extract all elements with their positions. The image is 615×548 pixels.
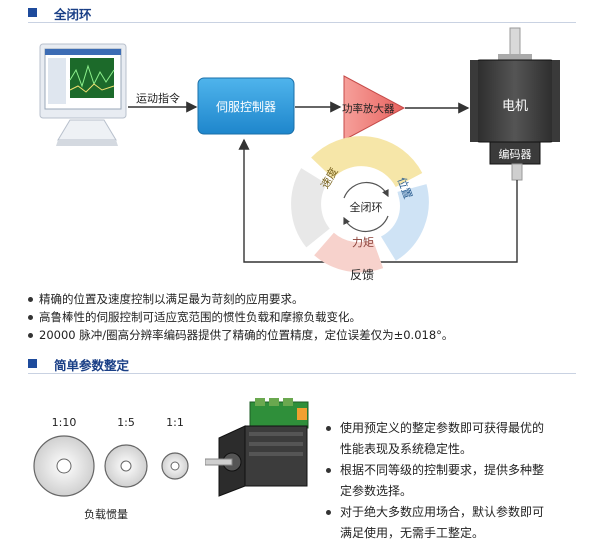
ratio-label-1-10: 1:10 [51,416,77,429]
section-title-tuning: 简单参数整定 [54,358,130,373]
motor-label: 电机 [501,99,528,114]
list-item: 20000 脉冲/圈高分辨率编码器提供了精确的位置精度，定位误差仅为±0.018… [28,326,453,344]
loop-center-label: 全闭环 [349,201,383,214]
section-divider [28,22,576,23]
integrated-servo-motor [205,398,309,497]
list-item: 对于绝大多数应用场合，默认参数即可 满足使用，无需手工整定。 [326,502,596,544]
loop-ring [291,136,429,273]
disc-small [161,452,189,480]
feature-list-tuning: 使用预定义的整定参数即可获得最优的 性能表现及系统稳定性。 根据不同等级的控制要… [326,418,596,544]
ratio-label-1-1: 1:1 [166,416,184,429]
loop-torque-label: 力矩 [352,236,374,249]
amplifier-triangle [343,75,406,141]
section-divider [28,373,576,374]
computer-icon [39,43,127,146]
disc-large [33,435,95,497]
encoder-label: 编码器 [498,148,532,161]
closed-loop-diagram [39,27,560,273]
servo-controller-box [197,77,295,135]
section-title-closed-loop: 全闭环 [54,7,92,22]
ratio-label-1-5: 1:5 [117,416,135,429]
list-item: 使用预定义的整定参数即可获得最优的 性能表现及系统稳定性。 [326,418,596,460]
list-item: 高鲁棒性的伺服控制可适应宽范围的惯性负载和摩擦负载变化。 [28,308,453,326]
inertia-discs [33,435,189,497]
amplifier-label: 功率放大器 [342,103,395,115]
disc-medium [104,444,148,488]
list-item: 精确的位置及速度控制以满足最为苛刻的应用要求。 [28,290,453,308]
feature-list-closed-loop: 精确的位置及速度控制以满足最为苛刻的应用要求。 高鲁棒性的伺服控制可适应宽范围的… [28,290,453,344]
inertia-caption: 负载惯量 [84,508,128,521]
servo-controller-label: 伺服控制器 [215,100,276,114]
section-marker [28,8,37,17]
list-item: 根据不同等级的控制要求，提供多种整 定参数选择。 [326,460,596,502]
feedback-label: 反馈 [350,268,375,282]
command-label: 运动指令 [136,92,180,105]
motor-illustration [470,27,560,181]
section-marker [28,359,37,368]
